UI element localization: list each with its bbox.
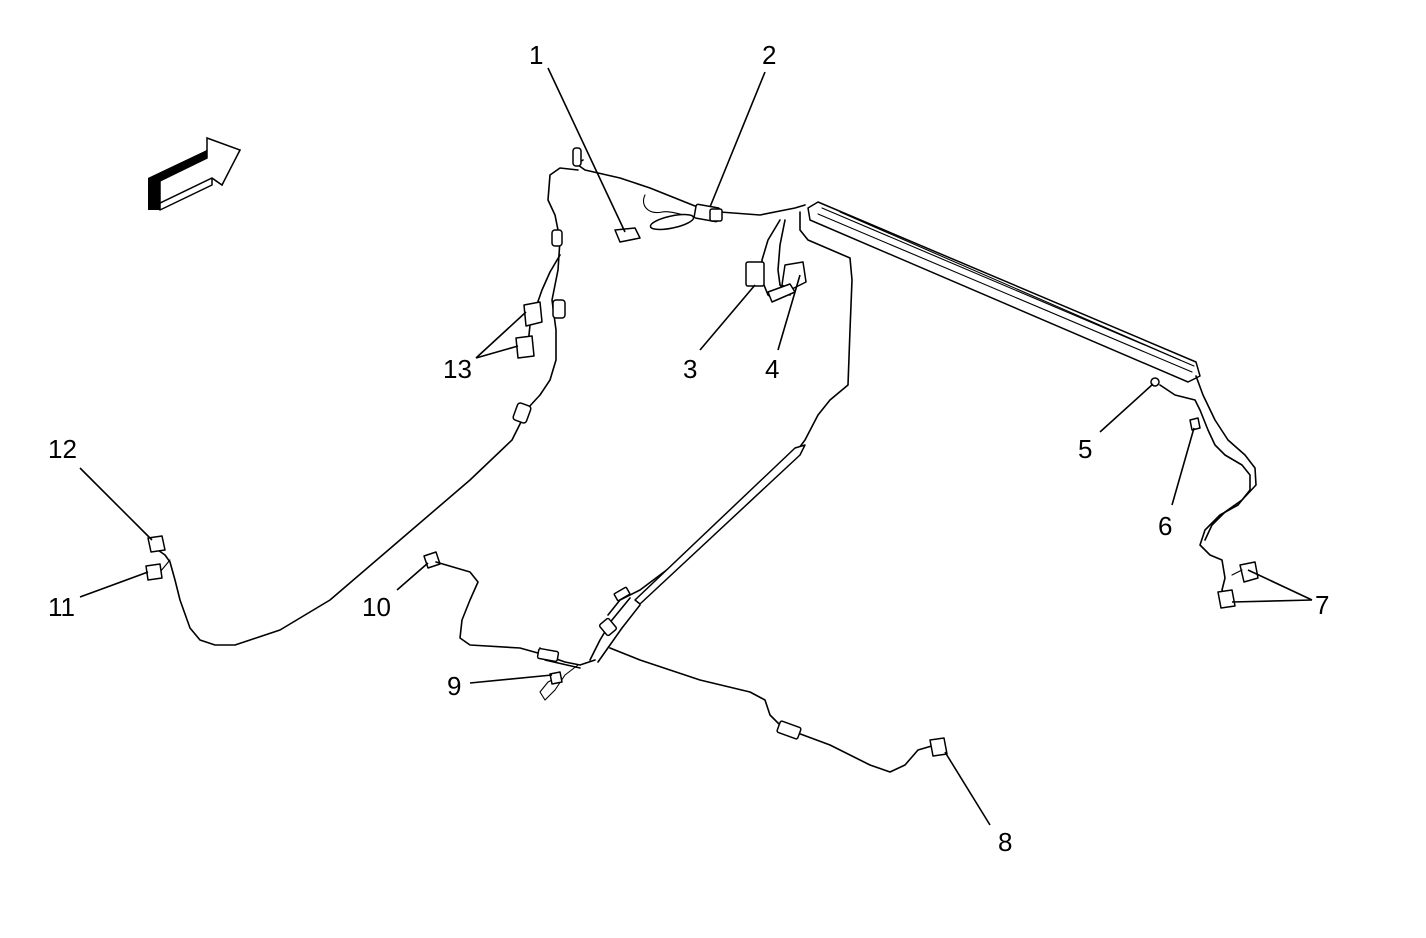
callout-5: 5 (1078, 434, 1093, 464)
callout-3: 3 (683, 354, 698, 384)
center-branch-harness (745, 219, 807, 303)
callout-7: 7 (1315, 590, 1330, 620)
callout-6: 6 (1158, 511, 1173, 541)
callout-12: 12 (48, 434, 77, 464)
callout-11: 11 (48, 592, 75, 622)
callout-9: 9 (447, 671, 462, 701)
roof-rail-trim (807, 201, 1201, 383)
callout-13: 13 (443, 354, 472, 384)
descending-harness (589, 211, 853, 663)
lower-harness (423, 551, 948, 773)
callout-2: 2 (762, 40, 777, 70)
right-harness (1150, 375, 1259, 609)
callout-1: 1 (529, 40, 544, 70)
front-direction-arrow-icon (148, 136, 242, 211)
callout-10: 10 (362, 592, 391, 622)
callout-8: 8 (998, 827, 1013, 857)
upper-harness (145, 147, 806, 646)
callout-4: 4 (765, 354, 780, 384)
leader-lines (79, 67, 1313, 826)
